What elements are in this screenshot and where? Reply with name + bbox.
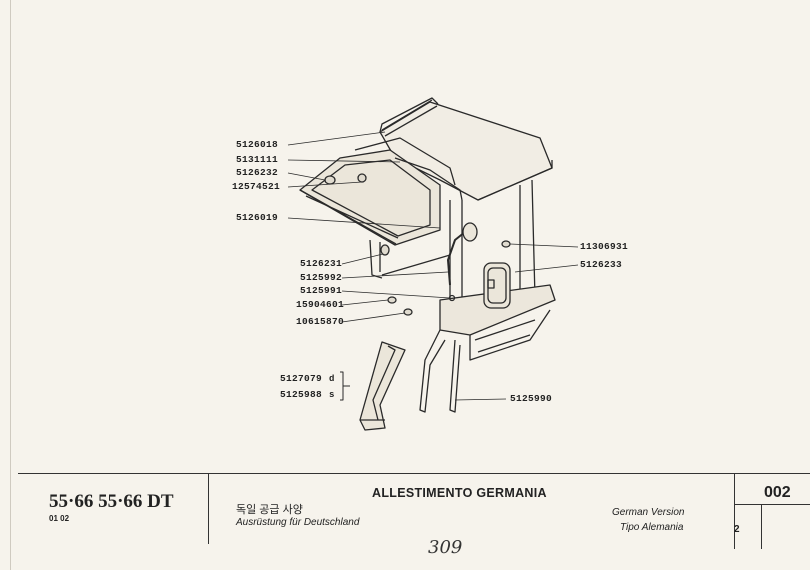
part-label-11306931: 11306931 xyxy=(580,241,629,252)
part-label-5125990: 5125990 xyxy=(510,393,553,404)
title-korean: 독일 공급 사양 xyxy=(236,504,303,516)
side-mirror xyxy=(483,262,511,309)
grab-handle xyxy=(447,222,478,286)
part-label-5126233: 5126233 xyxy=(580,259,623,270)
part-label-5125992: 5125992 xyxy=(300,272,343,283)
front-window-frame xyxy=(299,137,463,246)
exploded-cab-diagram xyxy=(287,97,579,431)
part-label-10615870: 10615870 xyxy=(296,316,345,327)
title-italian: ALLESTIMENTO GERMANIA xyxy=(372,486,547,500)
handwritten-page-number: 309 xyxy=(428,537,463,558)
title-divider-code xyxy=(734,474,735,549)
title-divider-page xyxy=(761,504,762,549)
title-spanish: Tipo Alemania xyxy=(620,522,684,533)
part-suffix-s: s xyxy=(329,390,335,400)
title-german: Ausrüstung für Deutschland xyxy=(236,517,360,528)
part-label-15904601: 15904601 xyxy=(296,299,345,310)
version-numbers: 01 02 xyxy=(49,514,70,523)
leader-lines xyxy=(287,131,579,401)
part-label-12574521: 12574521 xyxy=(232,181,281,192)
cab-frame xyxy=(369,179,556,413)
title-divider-left xyxy=(208,474,209,544)
step-bracket xyxy=(359,341,406,431)
section-code: 002 xyxy=(764,484,791,501)
part-label-5131111: 5131111 xyxy=(236,154,279,165)
part-label-5126232: 5126232 xyxy=(236,167,279,178)
page-number: 2 xyxy=(734,524,740,535)
part-label-5126018: 5126018 xyxy=(236,139,279,150)
part-label-5127079: 5127079 xyxy=(280,373,323,384)
part-label-5125988: 5125988 xyxy=(280,389,323,400)
title-block: 55·66 55·66 DT 01 02 ALLESTIMENTO GERMAN… xyxy=(18,473,810,549)
part-label-5126231: 5126231 xyxy=(300,258,343,269)
part-label-5125991: 5125991 xyxy=(300,285,343,296)
part-suffix-d: d xyxy=(329,374,335,384)
part-label-5126019: 5126019 xyxy=(236,212,279,223)
code-underline xyxy=(734,504,810,505)
title-english: German Version xyxy=(612,507,685,518)
binding-margin-line xyxy=(10,0,11,570)
fasteners xyxy=(324,173,511,316)
model-name: 55·66 55·66 DT xyxy=(49,491,174,512)
